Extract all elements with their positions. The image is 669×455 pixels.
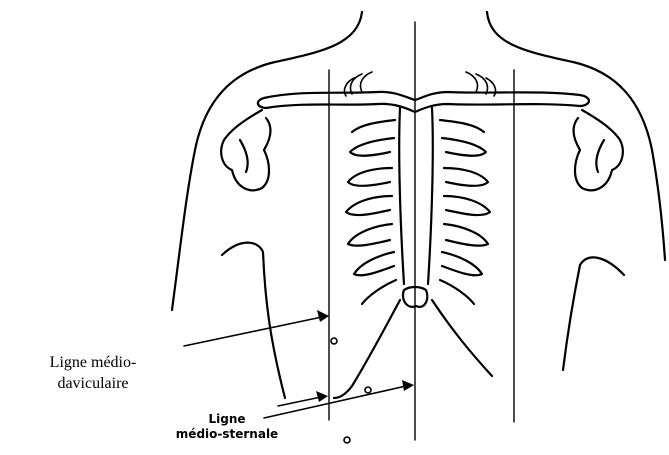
arrowhead-icon [317,310,329,322]
label-mid-clavicular-line: Ligne médio- daviculaire [18,352,168,394]
shoulder-joint-right [574,110,623,190]
landmark-dot [365,387,371,393]
clavicle [258,92,589,112]
sternum [399,108,433,307]
label-mid-sternal-line-1: Ligne [152,412,302,427]
body-outline [172,12,665,310]
arrow-to-mid-clavicular [184,310,329,406]
arrowhead-icon [316,391,328,402]
arrowhead-icon [402,380,414,391]
ribs-right [440,120,490,304]
ribs-left [346,120,396,304]
label-mid-sternal-line-2: médio-sternale [152,427,302,442]
landmark-dot [331,338,337,344]
label-mid-clavicular-line-1: Ligne médio- [18,352,168,373]
axilla-lines [222,243,624,398]
landmark-dot [344,437,350,443]
label-mid-clavicular-line-2: daviculaire [18,373,168,394]
costal-margins [334,300,492,398]
landmark-dots [331,338,371,443]
shoulder-joint-left [221,110,270,190]
label-mid-sternal-line: Ligne médio-sternale [152,412,302,442]
